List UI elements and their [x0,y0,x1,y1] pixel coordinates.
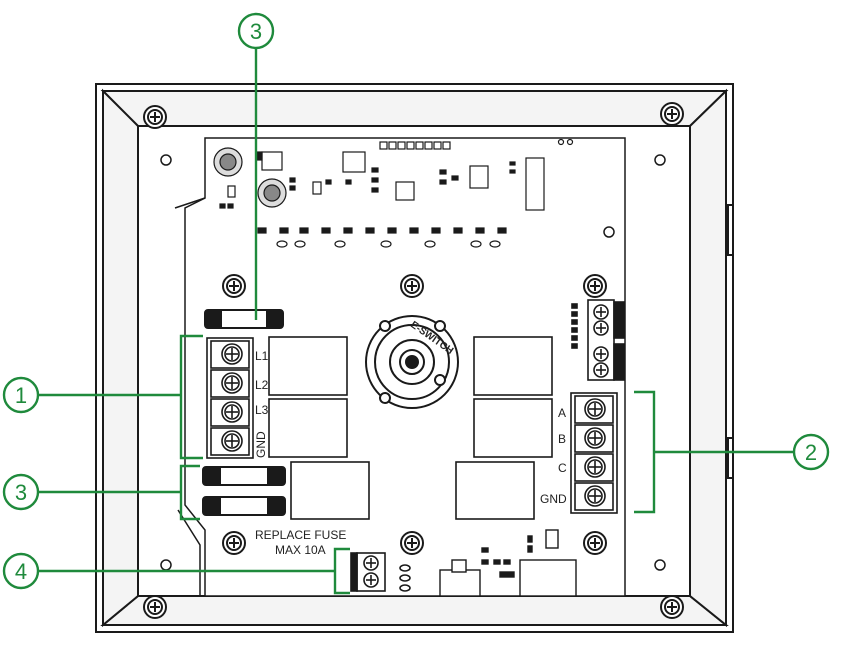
fuse-icon [202,496,286,516]
fuse-note-line1: REPLACE FUSE [255,528,346,542]
fuse-icon [202,466,286,486]
terminal-label-b: B [558,432,566,446]
terminal-block-small-right [571,299,625,381]
callout-3-top-circle [237,12,275,50]
screw-icon [222,531,246,555]
callout-1-number: 1 [15,383,27,408]
screw-icon [583,531,607,555]
terminal-label-gnd-left: GND [254,431,268,458]
pcb-screws [222,274,607,555]
terminal-block-icon [210,340,250,456]
screw-icon [400,531,424,555]
callout-3-top-number: 3 [250,19,262,44]
pcb-components-top [213,138,574,248]
terminal-label-gnd-right: GND [540,492,567,506]
mounting-hole-icon [160,154,172,166]
enclosure [95,83,734,633]
callout-4-number: 4 [15,559,27,584]
callout-3-left-circle [2,473,40,511]
pcb-components-bottom [439,529,577,597]
callout-2-circle [792,433,830,471]
power-connector [350,552,411,592]
mounting-hole-icon [654,559,666,571]
terminal-label-l3: L3 [255,403,269,417]
screw-icon [660,102,684,126]
callout-2-number: 2 [805,440,817,465]
fuse-note-line2: MAX 10A [275,543,326,557]
terminal-label-c: C [558,461,567,475]
terminal-label-l2: L2 [255,378,269,392]
screw-icon [583,274,607,298]
callout-1-circle [2,376,40,414]
terminal-label-l1: L1 [255,349,269,363]
relay-boxes [268,336,553,520]
terminal-label-a: A [558,406,566,420]
mounting-hole-icon [160,559,172,571]
callout-3-left-number: 3 [15,480,27,505]
rotary-switch-icon [365,315,459,409]
terminal-block-left [206,337,254,459]
fuse-top [204,309,284,329]
screw-icon [660,595,684,619]
callout-lines [34,48,793,595]
screw-icon [222,274,246,298]
callouts [2,12,830,590]
frame-screws [143,102,684,619]
fuse-icon [204,309,284,329]
fuses-lower [202,466,286,516]
callout-4-circle [2,552,40,590]
screw-icon [143,105,167,129]
screw-icon [143,595,167,619]
mounting-hole-icon [654,154,666,166]
screw-icon [400,274,424,298]
mounting-hole-icon [603,226,615,238]
terminal-block-icon [574,395,614,511]
terminal-block-right [570,392,618,514]
